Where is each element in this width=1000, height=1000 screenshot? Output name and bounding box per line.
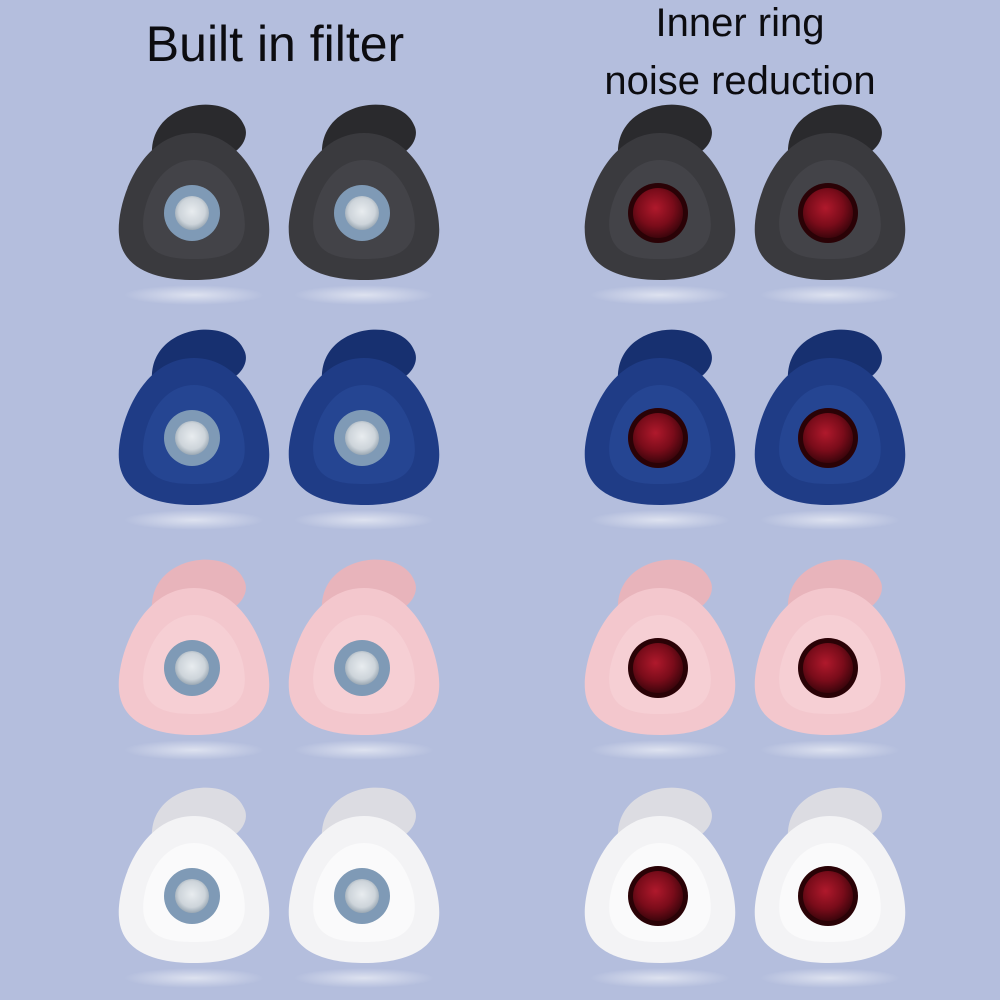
earplug-reflection: [760, 740, 900, 760]
earplug-navy-ring: [584, 329, 736, 530]
earplug-reflection: [760, 510, 900, 530]
earplug-black-ring: [754, 104, 906, 305]
earplug-navy-filter: [288, 329, 440, 530]
filter-mesh: [175, 421, 209, 455]
inner-ring-core: [803, 871, 853, 921]
earplug-reflection: [760, 968, 900, 988]
earplug-reflection: [294, 510, 434, 530]
filter-mesh: [345, 651, 379, 685]
earplug-navy-ring: [754, 329, 906, 530]
filter-mesh: [175, 196, 209, 230]
earplug-reflection: [124, 740, 264, 760]
earplug-reflection: [124, 968, 264, 988]
earplug-reflection: [124, 510, 264, 530]
inner-ring-core: [803, 188, 853, 238]
earplug-pink-ring: [584, 559, 736, 760]
earplug-white-filter: [118, 787, 270, 988]
earplug-pink-ring: [754, 559, 906, 760]
earplug-reflection: [590, 740, 730, 760]
earplug-reflection: [590, 285, 730, 305]
earplug-white-ring: [584, 787, 736, 988]
inner-ring-core: [803, 413, 853, 463]
earplug-black-filter: [118, 104, 270, 305]
earplug-black-filter: [288, 104, 440, 305]
inner-ring-core: [633, 413, 683, 463]
filter-mesh: [175, 651, 209, 685]
earplug-white-filter: [288, 787, 440, 988]
inner-ring-label-line2: noise reduction: [604, 59, 876, 103]
earplug-reflection: [294, 285, 434, 305]
earplug-reflection: [590, 968, 730, 988]
earplug-reflection: [590, 510, 730, 530]
inner-ring-core: [633, 643, 683, 693]
built-in-filter-label: Built in filter: [145, 16, 405, 72]
filter-mesh: [345, 421, 379, 455]
earplug-pink-filter: [288, 559, 440, 760]
inner-ring-label-line1: Inner ring: [655, 1, 825, 45]
earplug-reflection: [760, 285, 900, 305]
filter-mesh: [175, 879, 209, 913]
earplug-navy-filter: [118, 329, 270, 530]
inner-ring-core: [633, 871, 683, 921]
earplug-white-ring: [754, 787, 906, 988]
earplug-reflection: [124, 285, 264, 305]
filter-mesh: [345, 196, 379, 230]
inner-ring-core: [803, 643, 853, 693]
filter-mesh: [345, 879, 379, 913]
earplug-black-ring: [584, 104, 736, 305]
earplug-pink-filter: [118, 559, 270, 760]
earplug-reflection: [294, 740, 434, 760]
inner-ring-core: [633, 188, 683, 238]
earplug-reflection: [294, 968, 434, 988]
